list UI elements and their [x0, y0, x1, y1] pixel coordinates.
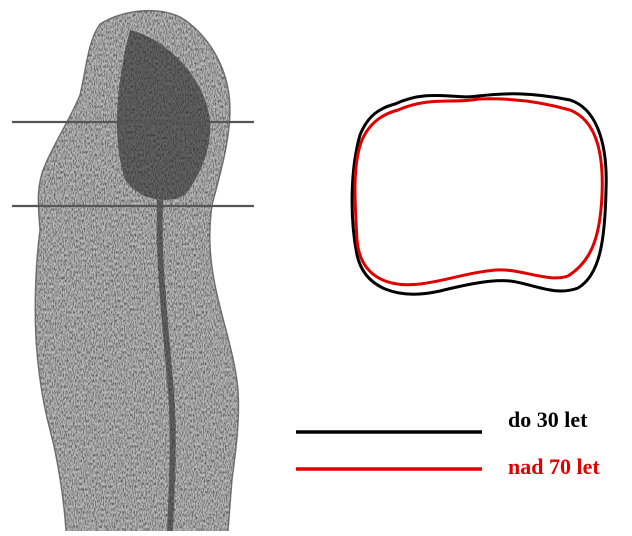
legend-label-young: do 30 let: [508, 409, 587, 431]
cross-section-young: [352, 94, 606, 294]
profile-sketch: [0, 0, 300, 531]
cross-section-old: [355, 99, 602, 285]
legend-label-old: nad 70 let: [508, 456, 600, 478]
